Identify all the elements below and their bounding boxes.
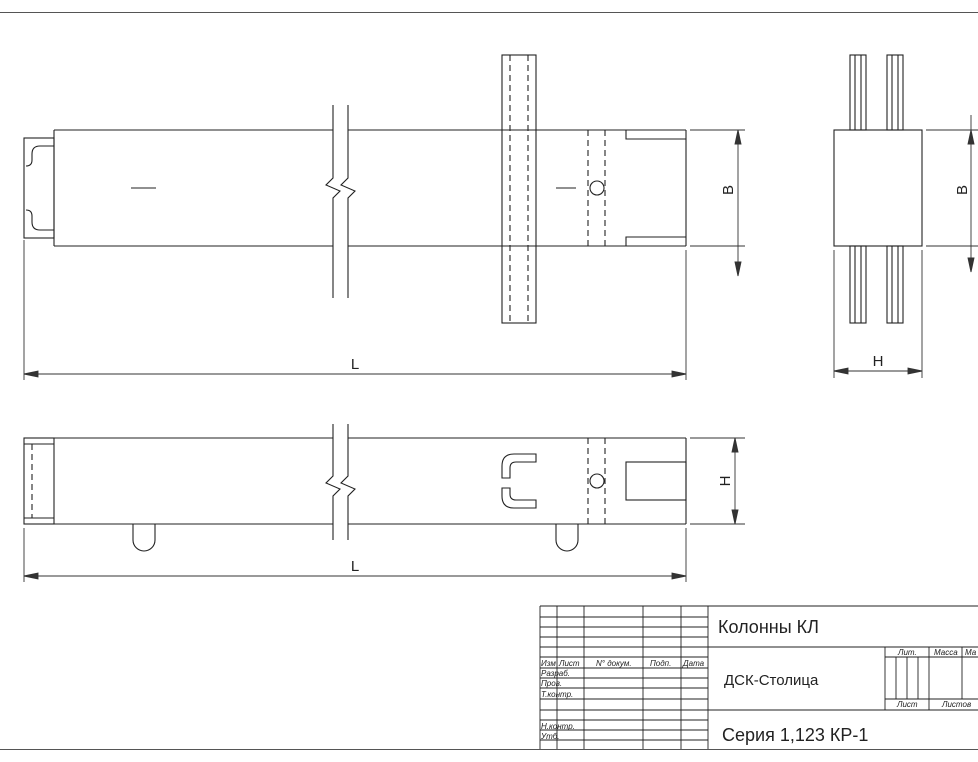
title-block <box>539 605 978 749</box>
series-name: Серия 1,123 КР-1 <box>722 725 868 745</box>
header-doc-no: N° докум. <box>596 659 632 668</box>
col-mass: Масса <box>934 648 958 657</box>
header-izm: Изм <box>541 659 556 668</box>
col-sheet: Лист <box>896 700 918 709</box>
role-prov: Пров. <box>541 679 562 688</box>
header-date: Дата <box>682 659 705 668</box>
side-view <box>23 424 687 552</box>
role-utv: Утб. <box>540 732 560 741</box>
top-width-label: B <box>720 185 737 195</box>
organization-name: ДСК-Столица <box>724 672 819 689</box>
end-height-dimension <box>833 250 923 378</box>
side-height-label: H <box>717 476 734 487</box>
drawing-title: Колонны КЛ <box>718 617 819 637</box>
side-length-label: L <box>351 558 359 575</box>
col-scale: Ма <box>965 648 977 657</box>
header-list: Лист <box>558 659 580 668</box>
end-width-label: B <box>954 185 971 195</box>
end-width-dimension <box>926 115 978 273</box>
role-tkontr: Т.контр. <box>541 690 573 699</box>
side-height-dimension <box>690 437 745 525</box>
top-length-label: L <box>351 356 359 373</box>
sheet-frame <box>0 12 978 750</box>
header-sign: Подп. <box>650 659 671 668</box>
col-sheets: Листов <box>941 700 971 709</box>
role-nkontr: Н.контр. <box>541 722 575 731</box>
side-length-dimension <box>23 528 687 582</box>
top-width-dimension <box>690 129 745 277</box>
role-razrab: Разраб. <box>541 669 570 678</box>
top-view <box>23 54 687 324</box>
top-length-dimension <box>23 240 687 380</box>
end-view <box>833 54 923 324</box>
end-height-label: H <box>873 353 884 370</box>
col-lit: Лит. <box>897 648 917 657</box>
